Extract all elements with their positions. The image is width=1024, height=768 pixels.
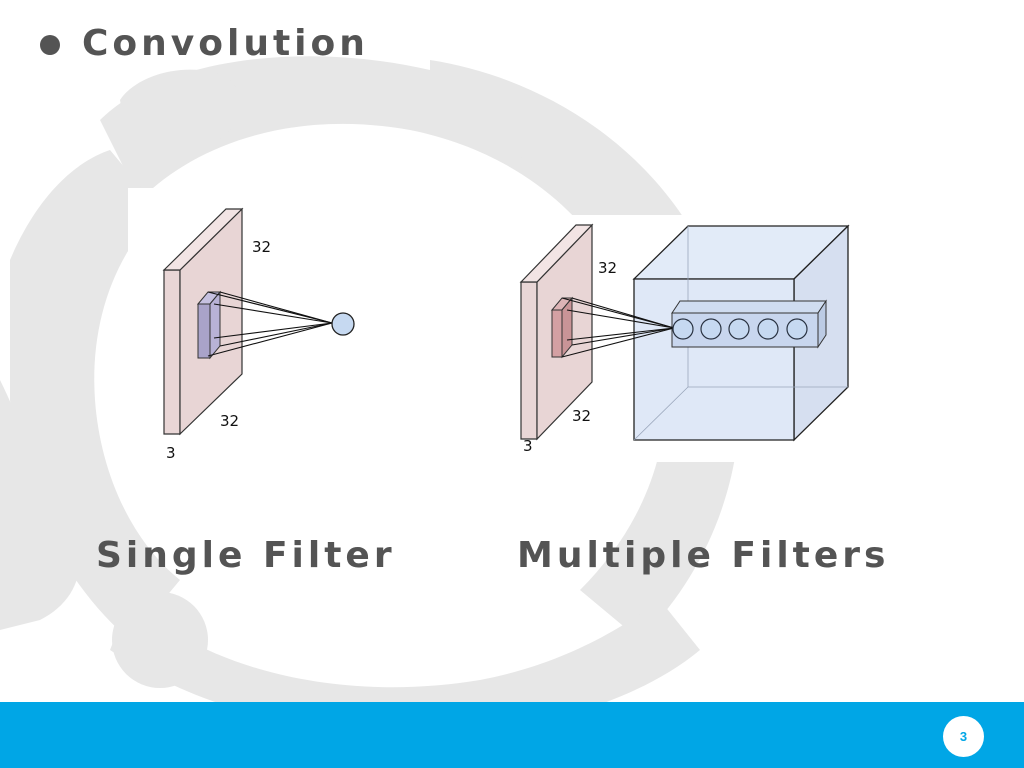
neuron-row [672,318,808,340]
width-label: 32 [220,412,239,430]
single-filter-caption: Single Filter [96,535,396,576]
multiple-filters-diagram: 32 32 3 [519,223,850,455]
bullet-dot-icon [40,35,60,55]
filter-box-face [209,290,221,360]
neuron-circle [786,318,808,340]
title-row: Convolution [40,26,369,62]
neuron-circle [728,318,750,340]
filter-connections [207,291,333,357]
input-volume-side [163,269,181,435]
single-filter-figure: 32 32 3 [128,188,368,478]
page-number-badge: 3 [943,716,984,757]
filter-box-side [551,309,563,358]
single-filter-diagram: 32 32 3 [162,207,355,462]
filter-box-side [197,303,211,359]
multiple-filters-caption: Multiple Filters [517,535,890,576]
neuron-circle [331,312,355,336]
width-label: 32 [572,407,591,425]
neuron-circle [672,318,694,340]
height-label: 32 [252,238,271,256]
input-volume-top [162,208,244,271]
height-label: 32 [598,259,617,277]
slide-title: Convolution [82,23,369,64]
footer-bar [0,702,1024,768]
neuron-circle [757,318,779,340]
neuron-column-top [671,300,827,314]
input-volume-side [520,281,538,440]
depth-label: 3 [166,444,176,462]
depth-label: 3 [523,437,533,455]
filter-connections [561,297,675,358]
multiple-filters-figure: 32 32 3 [514,215,859,462]
neuron-circle [700,318,722,340]
input-volume-top [519,224,594,283]
